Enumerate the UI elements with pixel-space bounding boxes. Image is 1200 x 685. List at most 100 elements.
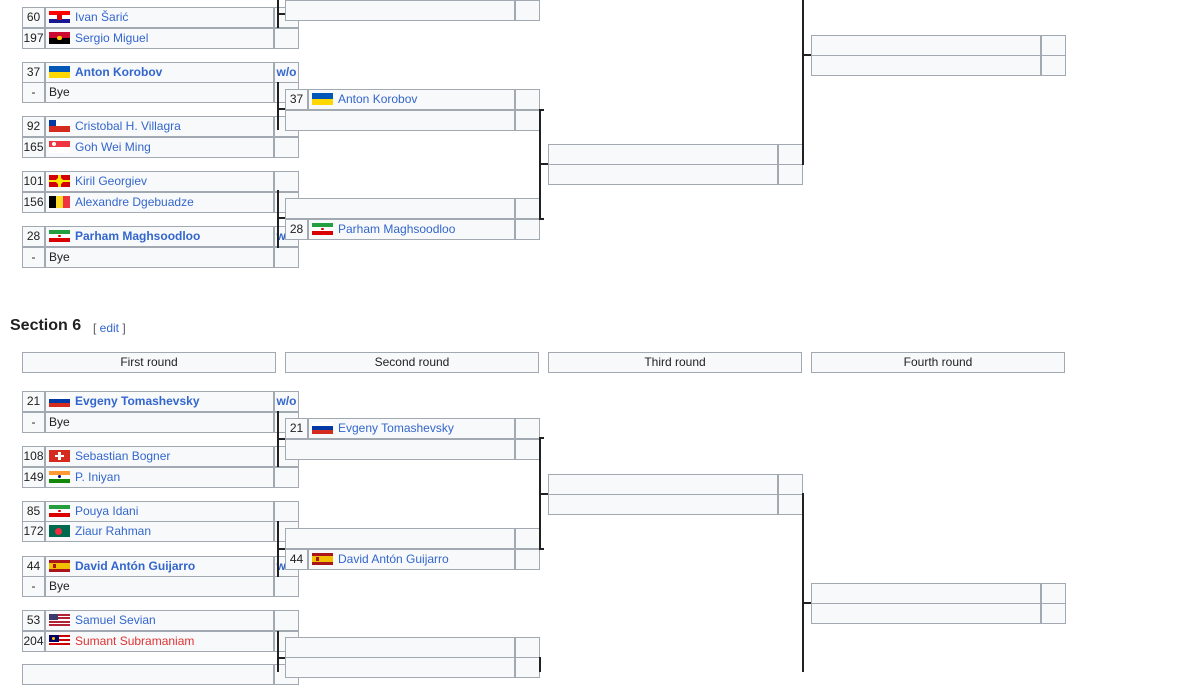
player-name[interactable]: Kiril Georgiev bbox=[75, 174, 148, 188]
seed-cell: 21 bbox=[22, 391, 45, 412]
bracket-line bbox=[802, 493, 804, 672]
header-fourth-round: Fourth round bbox=[811, 352, 1065, 373]
score-cell bbox=[274, 576, 299, 597]
seed-cell: 92 bbox=[22, 116, 45, 137]
player-name-cell: Bye bbox=[45, 247, 274, 268]
score-cell bbox=[274, 501, 299, 522]
player-name-cell[interactable]: Kiril Georgiev bbox=[45, 171, 274, 192]
score-cell bbox=[515, 219, 540, 240]
edit-link[interactable]: edit bbox=[99, 321, 120, 335]
player-name-cell[interactable]: Evgeny Tomashevsky bbox=[45, 391, 274, 412]
player-name[interactable]: David Antón Guijarro bbox=[75, 559, 196, 573]
player-name-cell[interactable]: Anton Korobov bbox=[45, 62, 274, 83]
bracket-line bbox=[277, 108, 285, 110]
iran-flag-icon bbox=[49, 505, 70, 517]
player-name: Bye bbox=[49, 415, 70, 429]
player-name[interactable]: Samuel Sevian bbox=[75, 613, 156, 627]
bangladesh-flag-icon bbox=[49, 525, 70, 537]
ukraine-flag-icon bbox=[312, 93, 333, 105]
player-name[interactable]: Anton Korobov bbox=[75, 65, 163, 79]
player-name-cell[interactable]: Parham Maghsoodloo bbox=[45, 226, 274, 247]
player-name-cell[interactable]: P. Iniyan bbox=[45, 467, 274, 488]
r2-empty-score bbox=[515, 657, 540, 678]
score-cell bbox=[515, 418, 540, 439]
player-name-cell[interactable]: Alexandre Dgebuadze bbox=[45, 192, 274, 213]
player-name-cell[interactable]: Sebastian Bogner bbox=[45, 446, 274, 467]
bracket-line bbox=[539, 657, 541, 672]
player-name[interactable]: Sebastian Bogner bbox=[75, 449, 171, 463]
player-name[interactable]: Ziaur Rahman bbox=[75, 524, 152, 538]
player-name-cell[interactable]: Sergio Miguel bbox=[45, 28, 274, 49]
india-flag-icon bbox=[49, 471, 70, 483]
malaysia-flag-icon bbox=[49, 635, 70, 647]
r4-empty-score bbox=[1041, 35, 1066, 56]
r3-empty-slot bbox=[548, 474, 778, 495]
r4-empty-score bbox=[1041, 583, 1066, 604]
seed-cell: - bbox=[22, 576, 45, 597]
player-name[interactable]: P. Iniyan bbox=[75, 470, 121, 484]
player-name[interactable]: Parham Maghsoodloo bbox=[338, 222, 456, 236]
score-cell bbox=[274, 247, 299, 268]
player-name-cell: Bye bbox=[45, 82, 274, 103]
player-name: Bye bbox=[49, 579, 70, 593]
player-name-cell[interactable]: Evgeny Tomashevsky bbox=[308, 418, 515, 439]
r4-empty-slot bbox=[811, 583, 1041, 604]
spain-flag-icon bbox=[312, 553, 333, 565]
player-name-cell[interactable]: Pouya Idani bbox=[45, 501, 274, 522]
r2-empty-slot bbox=[285, 110, 515, 131]
score-cell bbox=[274, 610, 299, 631]
score-cell bbox=[274, 28, 299, 49]
r3-empty-score bbox=[778, 494, 803, 515]
russia-flag-icon bbox=[49, 395, 70, 407]
player-name-cell[interactable]: David Antón Guijarro bbox=[308, 549, 515, 570]
player-name[interactable]: Goh Wei Ming bbox=[75, 140, 151, 154]
bracket-line bbox=[277, 217, 285, 219]
player-name-cell: Bye bbox=[45, 576, 274, 597]
usa-flag-icon bbox=[49, 614, 70, 626]
r2-empty-slot bbox=[285, 0, 515, 21]
player-name-cell[interactable]: Ivan Šarić bbox=[45, 7, 274, 28]
r4-empty-slot bbox=[811, 55, 1041, 76]
score-cell bbox=[274, 467, 299, 488]
seed-cell: - bbox=[22, 82, 45, 103]
player-name[interactable]: Evgeny Tomashevsky bbox=[338, 421, 454, 435]
player-name-cell[interactable]: Goh Wei Ming bbox=[45, 137, 274, 158]
r2-empty-score bbox=[515, 439, 540, 460]
player-name-cell[interactable]: David Antón Guijarro bbox=[45, 556, 274, 577]
bracket-line bbox=[804, 602, 811, 604]
seed-cell: - bbox=[22, 247, 45, 268]
seed-cell: 28 bbox=[285, 219, 308, 240]
player-name[interactable]: David Antón Guijarro bbox=[338, 552, 449, 566]
player-name-cell[interactable]: Cristobal H. Villagra bbox=[45, 116, 274, 137]
player-name[interactable]: Cristobal H. Villagra bbox=[75, 119, 181, 133]
bracket-line bbox=[277, 190, 279, 248]
r2-empty-score bbox=[515, 528, 540, 549]
r3-empty-score bbox=[778, 474, 803, 495]
player-name[interactable]: Sumant Subramaniam bbox=[75, 634, 195, 648]
score-cell: w/o bbox=[274, 62, 299, 83]
bracket-line bbox=[277, 438, 285, 440]
player-name[interactable]: Parham Maghsoodloo bbox=[75, 229, 201, 243]
header-third-round: Third round bbox=[548, 352, 802, 373]
player-name-cell[interactable]: Sumant Subramaniam bbox=[45, 631, 274, 652]
player-name[interactable]: Anton Korobov bbox=[338, 92, 418, 106]
r4-empty-score bbox=[1041, 55, 1066, 76]
player-name[interactable]: Pouya Idani bbox=[75, 504, 139, 518]
r3-empty-slot bbox=[548, 164, 778, 185]
player-name-cell[interactable]: Anton Korobov bbox=[308, 89, 515, 110]
seed-cell: 44 bbox=[22, 556, 45, 577]
player-name-cell[interactable]: Parham Maghsoodloo bbox=[308, 219, 515, 240]
ukraine-flag-icon bbox=[49, 66, 70, 78]
player-name[interactable]: Sergio Miguel bbox=[75, 31, 149, 45]
seed-cell: - bbox=[22, 412, 45, 433]
player-name: Bye bbox=[49, 250, 70, 264]
player-name[interactable]: Alexandre Dgebuadze bbox=[75, 195, 194, 209]
player-name-cell[interactable]: Ziaur Rahman bbox=[45, 521, 274, 542]
seed-cell: 204 bbox=[22, 631, 45, 652]
bracket-line bbox=[541, 163, 548, 165]
player-name[interactable]: Evgeny Tomashevsky bbox=[75, 394, 200, 408]
player-name[interactable]: Ivan Šarić bbox=[75, 10, 129, 24]
player-name-cell: Bye bbox=[45, 412, 274, 433]
player-name-cell[interactable]: Samuel Sevian bbox=[45, 610, 274, 631]
score-cell bbox=[515, 549, 540, 570]
